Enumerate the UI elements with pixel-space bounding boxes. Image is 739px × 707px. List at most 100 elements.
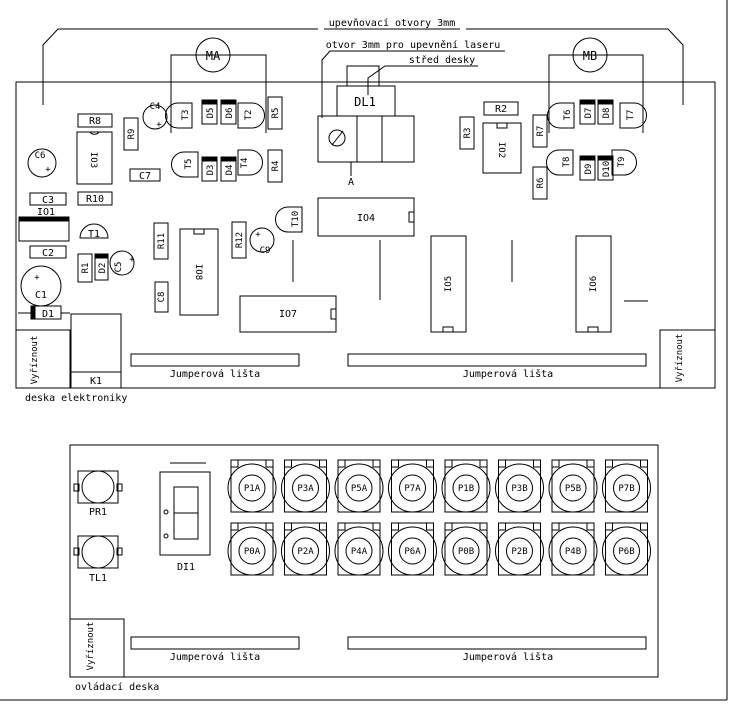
svg-text:+: + xyxy=(45,165,51,175)
potentiometer-p0b[interactable]: P0B xyxy=(441,522,491,576)
transistor-t1: T1 xyxy=(79,223,109,240)
svg-text:C4: C4 xyxy=(150,102,161,112)
svg-text:D10: D10 xyxy=(602,161,612,177)
ic-io8: IO8 xyxy=(179,228,219,316)
potentiometer-p2b[interactable]: P2B xyxy=(495,522,544,576)
potentiometer-label: P6B xyxy=(618,547,634,557)
diode-d6: D6 xyxy=(220,99,237,125)
transistor-t8: T8 xyxy=(546,149,574,176)
jumper-strip-control-left: Jumperová lišta xyxy=(130,636,300,663)
svg-text:IO7: IO7 xyxy=(279,309,297,320)
svg-text:+: + xyxy=(129,255,135,265)
potentiometer-label: P6A xyxy=(404,547,421,557)
cutout-electronics-right: Vyříznout xyxy=(659,329,716,389)
capacitor-c4: C4 + xyxy=(142,102,168,130)
potentiometer-p4b[interactable]: P4B xyxy=(548,522,598,576)
capacitor-c5: C5 + xyxy=(109,250,135,276)
button-tl1: TL1 xyxy=(73,535,123,584)
svg-text:D1: D1 xyxy=(42,309,54,320)
svg-text:IO2: IO2 xyxy=(496,142,506,158)
jumper-strip-electronics-right: Jumperová lišta xyxy=(347,353,647,380)
motor-mb: MB xyxy=(548,37,644,133)
diode-d10: D10 xyxy=(597,155,614,181)
board-center-note: střed desky xyxy=(409,54,475,66)
potentiometer-p2a[interactable]: P2A xyxy=(281,522,330,576)
electronics-board-caption: deska elektroniky xyxy=(25,393,127,404)
potentiometer-label: P0A xyxy=(244,547,261,557)
svg-text:IO6: IO6 xyxy=(589,276,599,292)
ic-io4: IO4 xyxy=(317,197,415,237)
potentiometer-p7a[interactable]: P7A xyxy=(388,459,437,513)
potentiometer-p5a[interactable]: P5A xyxy=(334,459,384,513)
transistor-t9: T9 xyxy=(611,149,637,176)
svg-text:+: + xyxy=(34,273,40,283)
resistor-r9: R9 xyxy=(123,117,139,151)
svg-text:R5: R5 xyxy=(271,108,281,119)
photoresistor-pr1: PR1 xyxy=(73,470,123,518)
svg-text:D7: D7 xyxy=(584,108,594,119)
svg-text:PR1: PR1 xyxy=(89,507,107,518)
potentiometer-label: P2A xyxy=(297,547,314,557)
potentiometer-p1a[interactable]: P1A xyxy=(227,459,277,513)
potentiometer-p1b[interactable]: P1B xyxy=(441,459,491,513)
motor-ma-label: MA xyxy=(206,49,221,63)
electronics-board-outline xyxy=(15,81,716,389)
resistor-r6: R6 xyxy=(532,166,548,200)
diode-d7: D7 xyxy=(579,99,596,125)
svg-text:C3: C3 xyxy=(42,195,54,206)
svg-text:K1: K1 xyxy=(90,376,102,387)
laser-hole-line xyxy=(321,50,505,118)
ic-io2: IO2 xyxy=(482,122,522,174)
potentiometer-label: P0B xyxy=(458,547,474,557)
potentiometer-p5b[interactable]: P5B xyxy=(548,459,598,513)
potentiometer-p6a[interactable]: P6A xyxy=(388,522,437,576)
svg-text:R1: R1 xyxy=(81,263,91,274)
display-di1: DI1 xyxy=(159,462,211,573)
resistor-r3: R3 xyxy=(459,116,475,150)
potentiometer-p6b[interactable]: P6B xyxy=(602,522,651,576)
potentiometer-p3a[interactable]: P3A xyxy=(281,459,330,513)
potentiometer-p0a[interactable]: P0A xyxy=(227,522,277,576)
potentiometer-p7b[interactable]: P7B xyxy=(602,459,651,513)
transistor-t10: T10 xyxy=(275,206,303,233)
svg-text:Jumperová lišta: Jumperová lišta xyxy=(170,368,260,380)
laser-hole-note: otvor 3mm pro upevnění laseru xyxy=(326,39,501,51)
resistor-r5: R5 xyxy=(267,96,283,130)
svg-text:C5: C5 xyxy=(114,262,124,273)
svg-text:D5: D5 xyxy=(206,108,216,119)
svg-text:D6: D6 xyxy=(225,108,235,119)
potentiometer-p4a[interactable]: P4A xyxy=(334,522,384,576)
ic-io5: IO5 xyxy=(430,235,467,333)
mount-holes-note: upevňovací otvory 3mm xyxy=(329,17,455,29)
potentiometer-row-bottom: P0A P2A P4A P6A P0B P2B P4B P6B xyxy=(227,522,651,576)
transistor-t4: T4 xyxy=(237,149,263,176)
transistor-t7: T7 xyxy=(619,102,647,129)
svg-text:IO4: IO4 xyxy=(357,213,375,224)
svg-text:T6: T6 xyxy=(563,110,573,121)
resistor-r10: R10 xyxy=(77,191,113,206)
potentiometer-label: P2B xyxy=(511,547,527,557)
potentiometer-label: P3B xyxy=(511,484,527,494)
resistor-r1: R1 xyxy=(77,253,93,283)
svg-text:DI1: DI1 xyxy=(177,562,195,573)
capacitor-c3: C3 xyxy=(29,192,67,206)
svg-text:R11: R11 xyxy=(157,233,167,249)
ic-io1: IO1 xyxy=(18,207,70,242)
potentiometer-p3b[interactable]: P3B xyxy=(495,459,544,513)
diode-d9: D9 xyxy=(579,155,596,181)
laser-dl1: DL1 A xyxy=(317,65,415,188)
potentiometer-label: P1B xyxy=(458,484,474,494)
svg-text:C8: C8 xyxy=(157,292,167,303)
svg-text:D8: D8 xyxy=(602,108,612,119)
ic-io3: IO3 xyxy=(76,131,113,185)
cutout-electronics-left: Vyříznout xyxy=(15,329,71,389)
mount-line-left xyxy=(42,28,318,105)
cutout-control: Vyříznout xyxy=(69,618,125,678)
resistor-r12: R12 xyxy=(231,221,247,259)
svg-text:R12: R12 xyxy=(235,232,245,248)
svg-text:+: + xyxy=(255,230,261,240)
jumper-strip-control-right: Jumperová lišta xyxy=(347,636,647,663)
svg-text:R2: R2 xyxy=(495,104,507,115)
